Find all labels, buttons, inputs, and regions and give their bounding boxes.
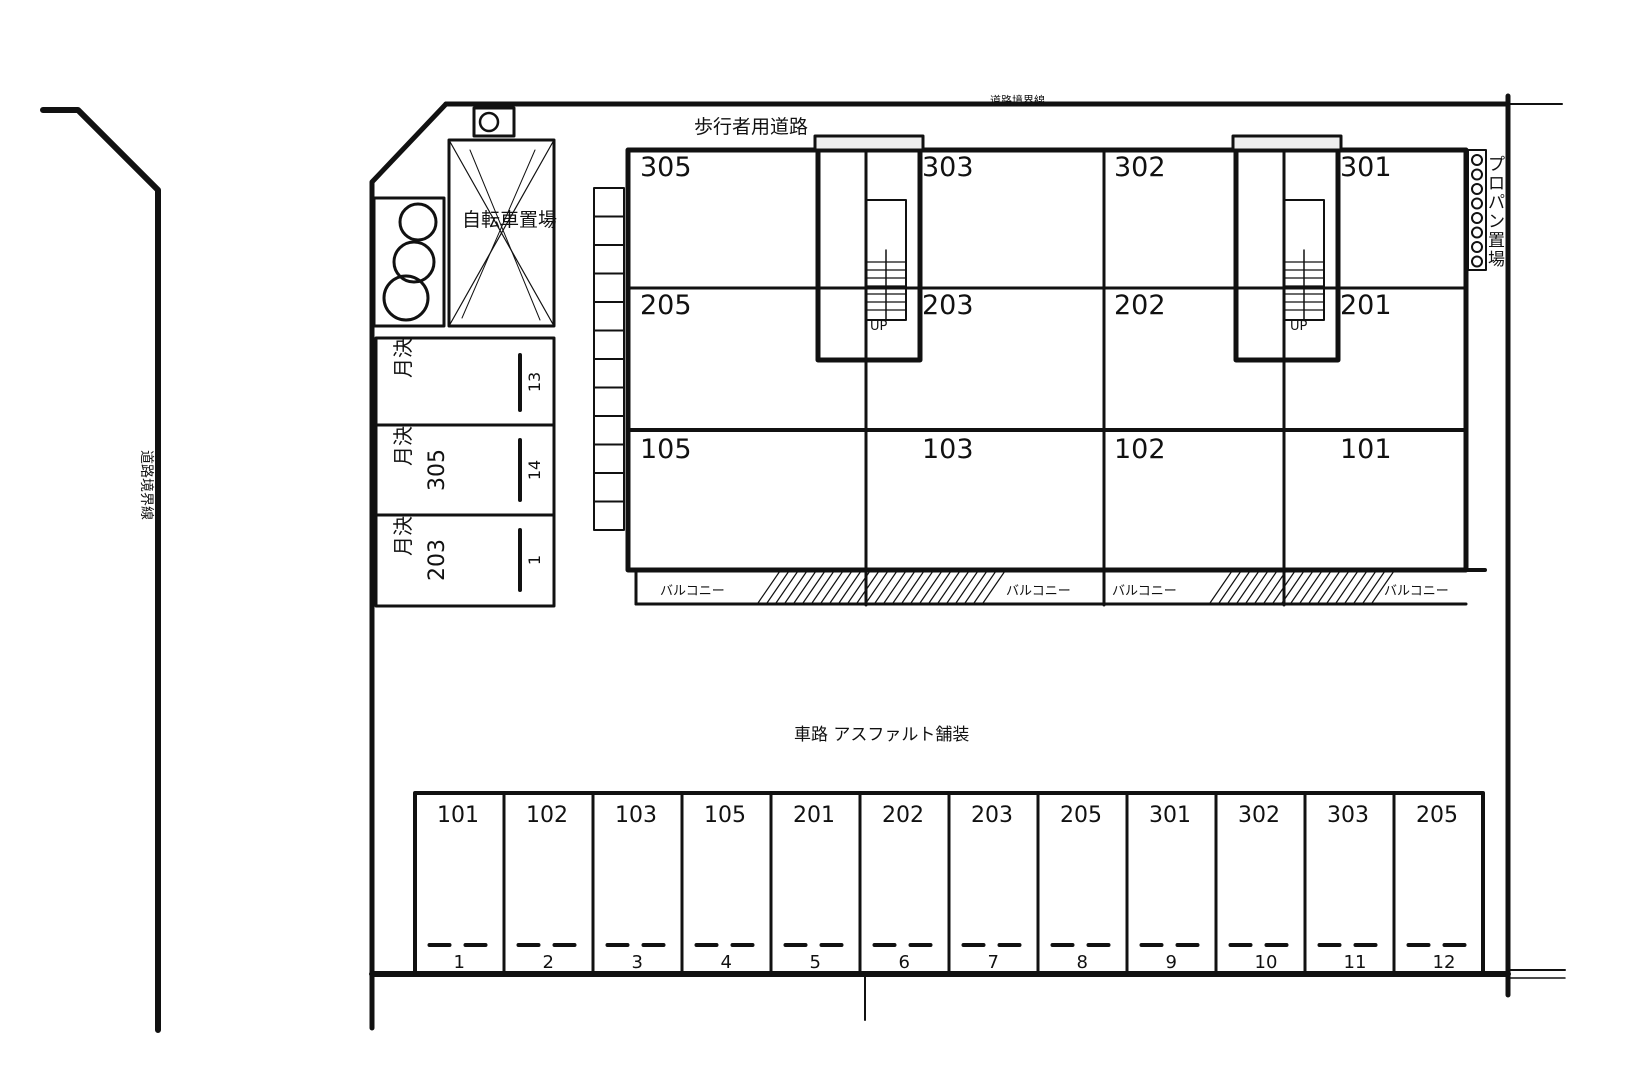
unit-label: 103 — [922, 434, 974, 465]
unit-label: 205 — [640, 290, 692, 321]
tree-icon — [398, 202, 438, 242]
parking-number: 10 — [1255, 952, 1278, 973]
top-road-label: 道路境界線 — [990, 93, 1045, 107]
unit-label: 202 — [1114, 290, 1166, 321]
balcony-label: バルコニー — [1006, 584, 1071, 599]
bicycle-parking — [447, 138, 556, 328]
parking-unit-label: 202 — [882, 803, 924, 828]
parking-unit-label: 201 — [793, 803, 835, 828]
parking-unit-label: 101 — [437, 803, 479, 828]
parking-unit-label: 205 — [1060, 803, 1102, 828]
propane-char: 置 — [1488, 231, 1505, 251]
propane-storage — [1467, 149, 1487, 271]
monthly-label: 月決 — [391, 426, 415, 466]
unit-label: 305 — [640, 152, 692, 183]
site-boundary-left — [369, 101, 449, 1031]
monthly-unit: 305 — [425, 449, 450, 491]
monthly-number: 1 — [525, 555, 544, 565]
parking-number: 11 — [1344, 952, 1367, 973]
parking-unit-label: 303 — [1327, 803, 1369, 828]
stairwell-right — [1233, 147, 1341, 363]
propane-char: ロ — [1488, 174, 1505, 194]
bicycle-parking-label: 自転車置場 — [462, 209, 557, 231]
parking-unit-label: 203 — [971, 803, 1013, 828]
propane-char: 場 — [1488, 250, 1505, 270]
unit-label: 303 — [922, 152, 974, 183]
parking-number: 1 — [454, 952, 465, 973]
unit-label: 101 — [1340, 434, 1392, 465]
monthly-parking-block — [374, 336, 556, 608]
parking-unit-label: 205 — [1416, 803, 1458, 828]
car-road-label: 車路 アスファルト舗装 — [794, 725, 969, 745]
pedestrian-road-label: 歩行者用道路 — [694, 116, 808, 138]
unit-label: 203 — [922, 290, 974, 321]
paving-blocks — [593, 187, 625, 531]
stairwell-left — [815, 147, 923, 363]
monthly-number: 13 — [525, 372, 544, 392]
parking-unit-label: 302 — [1238, 803, 1280, 828]
propane-char: プ — [1488, 155, 1505, 175]
stairs-up-label: UP — [870, 319, 888, 334]
left-road-label: 道路境界線 — [138, 450, 154, 520]
monthly-number: 14 — [525, 460, 544, 480]
parking-number: 3 — [632, 952, 643, 973]
parking-unit-label: 103 — [615, 803, 657, 828]
parking-number: 5 — [810, 952, 821, 973]
monthly-label: 月決 — [391, 338, 415, 378]
parking-number: 9 — [1166, 952, 1177, 973]
unit-label: 302 — [1114, 152, 1166, 183]
balcony-label: バルコニー — [1112, 584, 1177, 599]
left-road-boundary — [40, 107, 161, 1033]
parking-unit-label: 301 — [1149, 803, 1191, 828]
planter — [372, 196, 446, 328]
tree-icon — [382, 274, 430, 322]
propane-char: ン — [1488, 212, 1505, 232]
balcony-label: バルコニー — [1384, 584, 1449, 599]
parking-unit-label: 105 — [704, 803, 746, 828]
parking-unit-label: 102 — [526, 803, 568, 828]
unit-label: 102 — [1114, 434, 1166, 465]
unit-label: 201 — [1340, 290, 1392, 321]
parking-number: 6 — [899, 952, 910, 973]
monthly-label: 月決 — [391, 516, 415, 556]
tree-icon — [392, 240, 436, 284]
unit-label: 105 — [640, 434, 692, 465]
parking-number: 4 — [721, 952, 732, 973]
stairs-up-label: UP — [1290, 319, 1308, 334]
propane-char: パ — [1488, 193, 1505, 213]
parking-number: 7 — [988, 952, 999, 973]
parking-number: 2 — [543, 952, 554, 973]
balcony-label: バルコニー — [660, 584, 725, 599]
parking-number: 12 — [1433, 952, 1456, 973]
parking-number: 8 — [1077, 952, 1088, 973]
monthly-unit: 203 — [425, 539, 450, 581]
unit-label: 301 — [1340, 152, 1392, 183]
